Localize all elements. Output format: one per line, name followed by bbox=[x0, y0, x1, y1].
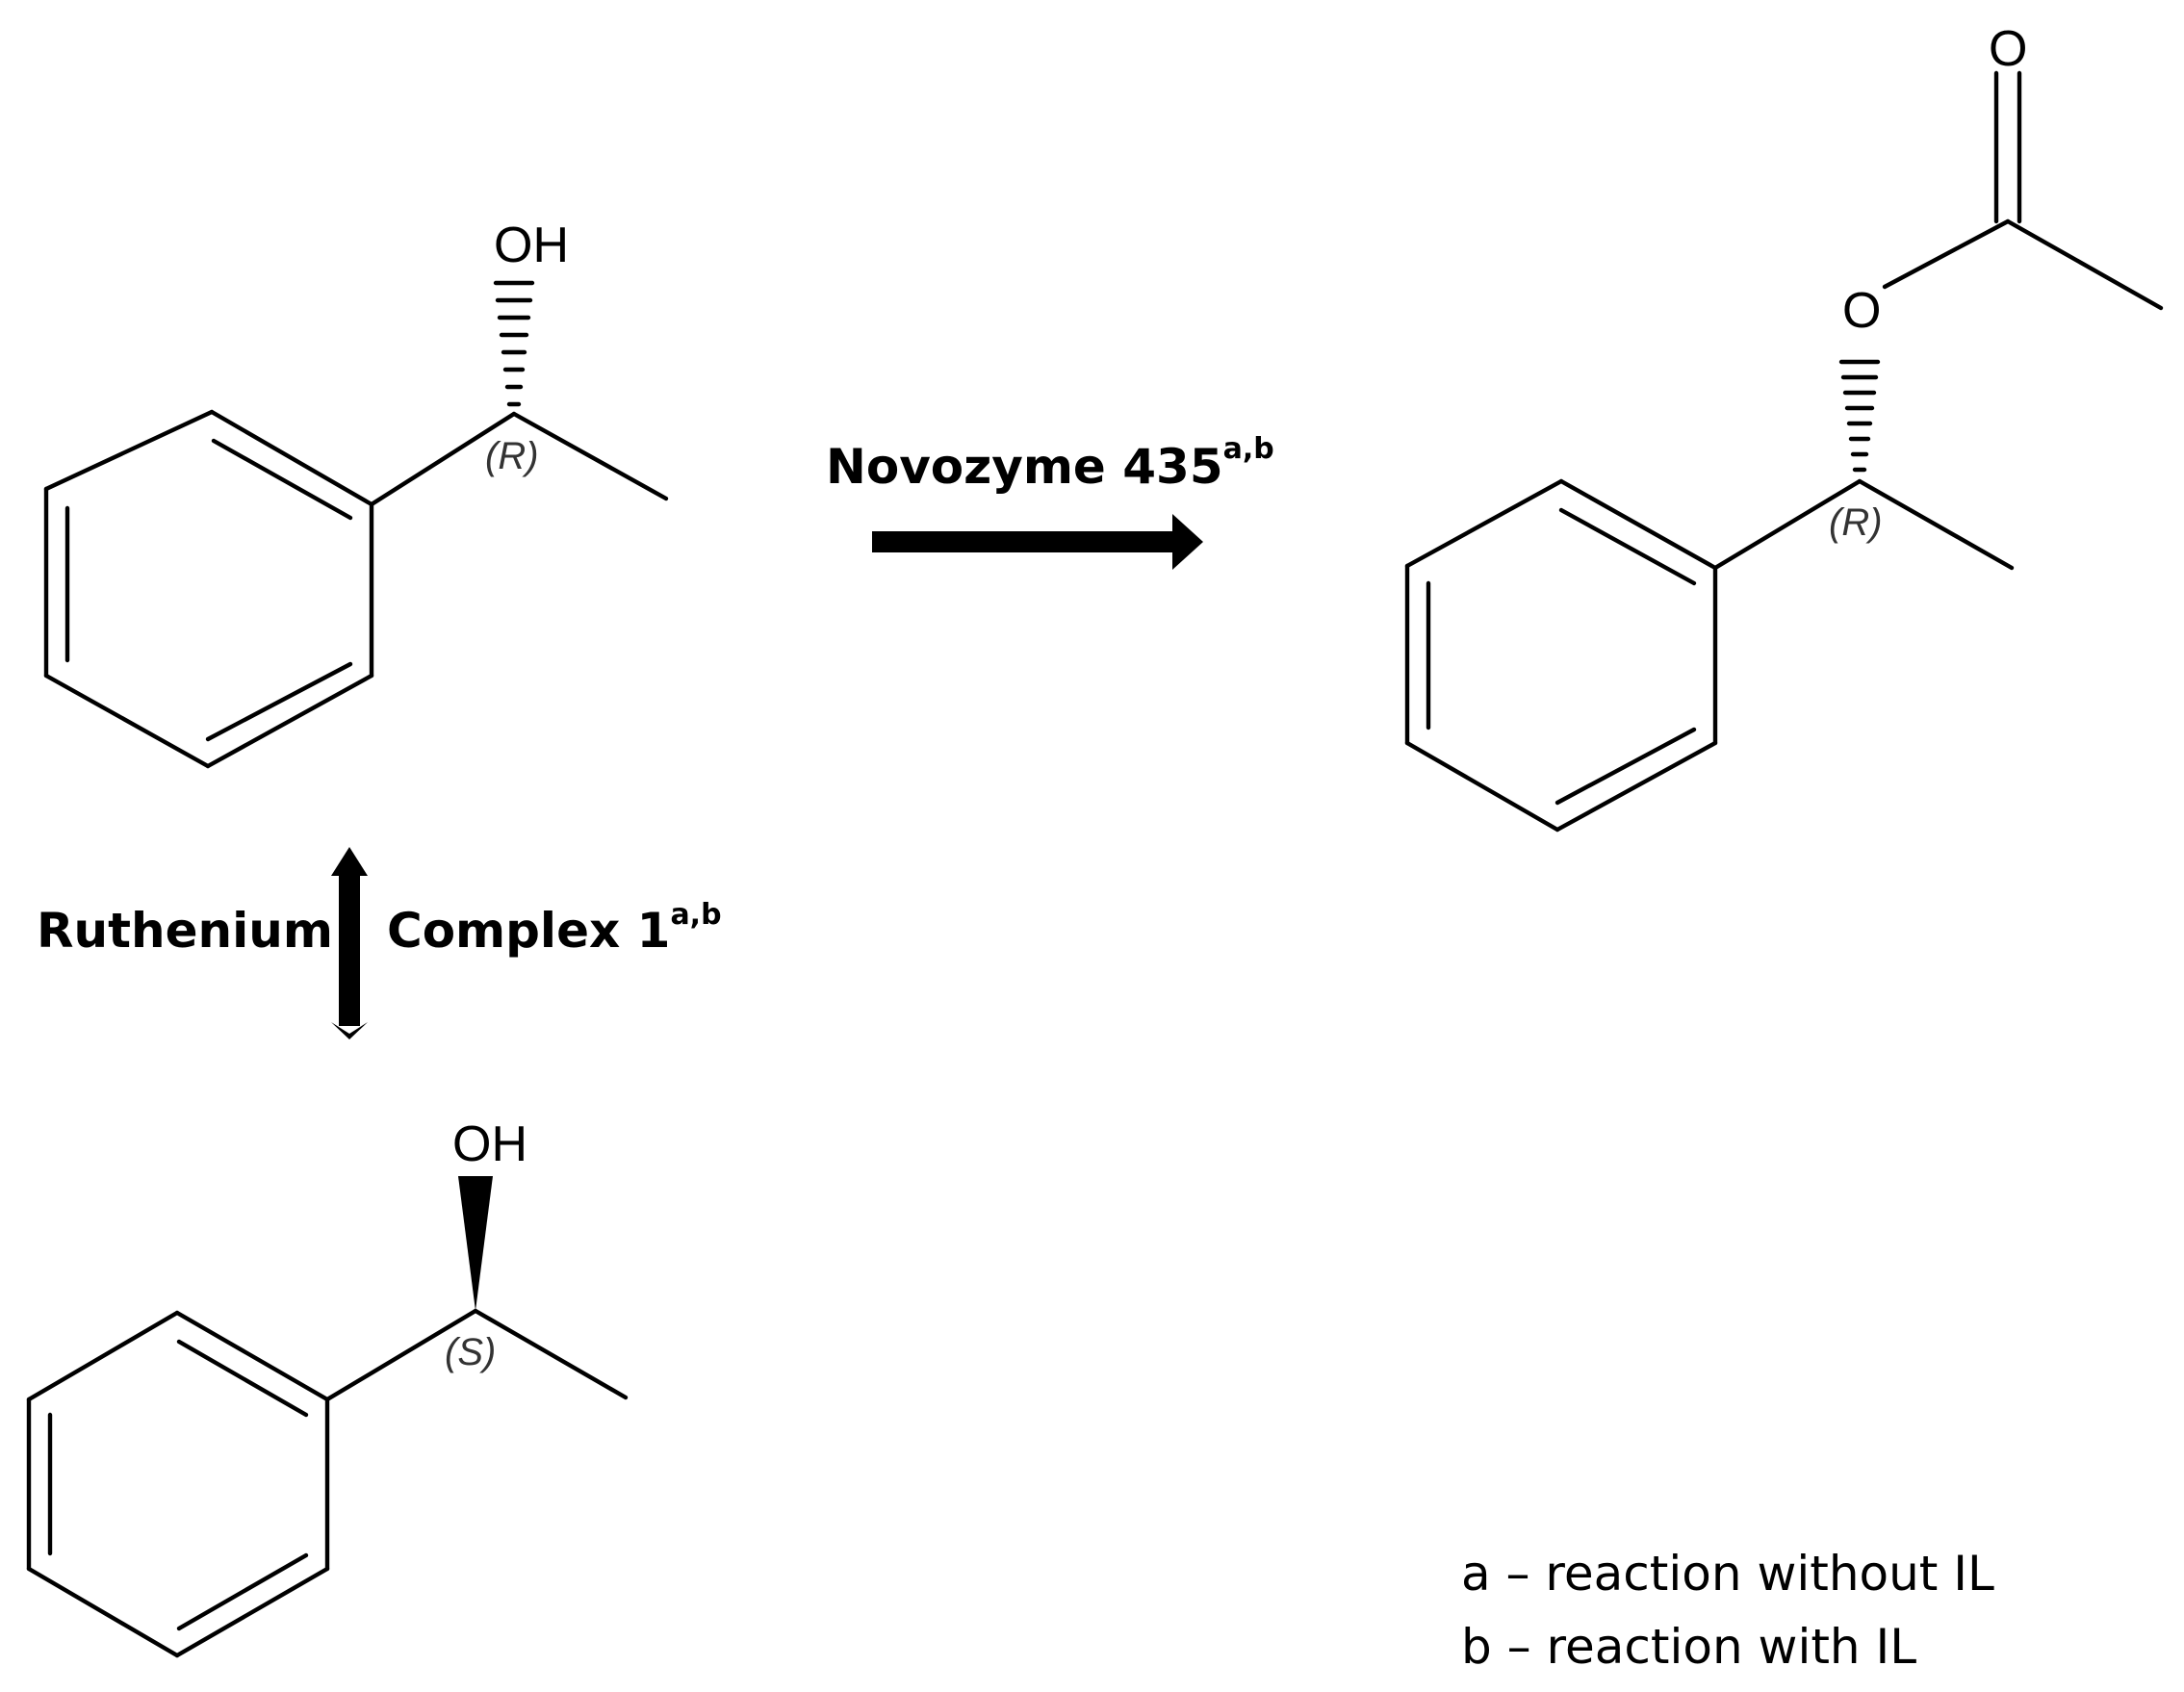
bond-oxygen-carbonyl bbox=[1882, 218, 2011, 290]
hashed-wedge-bond bbox=[493, 280, 535, 407]
enzymatic-step: Novozyme 435a,b bbox=[826, 432, 1274, 570]
molecule-r-acetate: O O (R) bbox=[1404, 21, 2164, 833]
carbonyl-oxygen-label: O bbox=[1989, 21, 2027, 77]
forward-arrow bbox=[872, 514, 1203, 570]
benzene-ring bbox=[1404, 478, 1718, 833]
stereo-descriptor: (R) bbox=[1829, 501, 1883, 544]
bond-ring-stereocenter bbox=[369, 411, 517, 507]
footnote-legend: a – reaction without IL b – reaction wit… bbox=[1461, 1546, 1994, 1675]
molecule-s-alcohol: OH (S) bbox=[26, 1116, 629, 1658]
complex-label: Complex 1a,b bbox=[387, 898, 722, 959]
ester-oxygen-label: O bbox=[1842, 283, 1881, 339]
ruthenium-label: Ruthenium bbox=[37, 903, 333, 959]
benzene-ring bbox=[26, 1310, 330, 1658]
legend-item-a: a – reaction without IL bbox=[1461, 1546, 1994, 1602]
bond-ring-stereocenter bbox=[1712, 478, 1863, 571]
enzyme-catalyst-label: Novozyme 435a,b bbox=[826, 432, 1274, 495]
hydroxyl-label: OH bbox=[494, 218, 569, 273]
solid-wedge-bond bbox=[458, 1176, 493, 1311]
legend-item-b: b – reaction with IL bbox=[1461, 1619, 1916, 1675]
bond-methyl bbox=[473, 1308, 629, 1400]
stereo-descriptor: (S) bbox=[445, 1331, 496, 1373]
equilibrium-double-arrow bbox=[331, 847, 368, 1039]
bond-methyl bbox=[1857, 478, 2015, 571]
molecule-r-alcohol: OH (R) bbox=[43, 218, 669, 769]
hashed-wedge-bond bbox=[1838, 359, 1881, 473]
stereo-descriptor: (R) bbox=[485, 435, 539, 477]
benzene-ring bbox=[43, 409, 374, 769]
racemization-step: Ruthenium Complex 1a,b bbox=[37, 847, 722, 1039]
bond-ring-stereocenter bbox=[324, 1308, 478, 1402]
bond-acetyl-methyl bbox=[2005, 218, 2164, 311]
bond-methyl bbox=[511, 411, 669, 501]
hydroxyl-label: OH bbox=[452, 1116, 527, 1172]
